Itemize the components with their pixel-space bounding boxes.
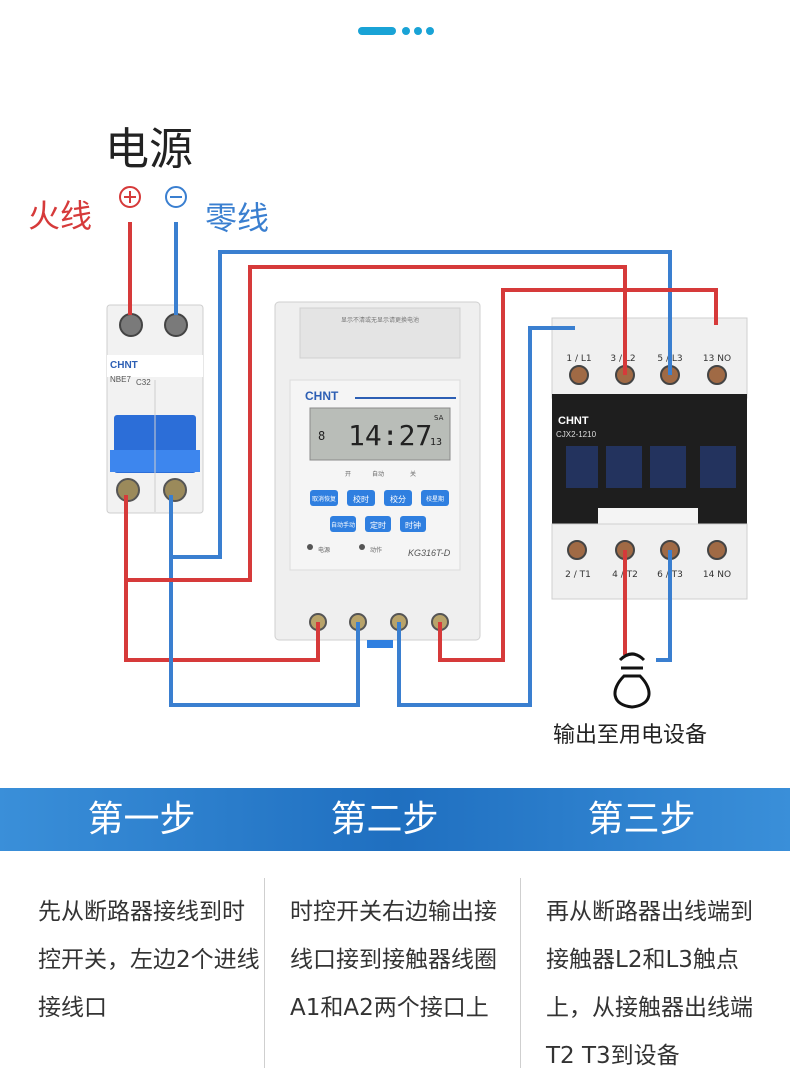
- timer-display-sec: 13: [430, 437, 442, 448]
- breaker-brand: CHNT: [110, 360, 138, 371]
- contactor-model: CJX2-1210: [556, 430, 597, 439]
- contactor-top-terminal: 13 NO: [703, 354, 731, 364]
- output-label: 输出至用电设备: [553, 723, 708, 748]
- timer-btn-set-hour: 校时: [353, 494, 369, 504]
- breaker-model: NBE7: [110, 375, 131, 384]
- step-3-text: 再从断路器出线端到接触器L2和L3触点上，从接触器出线端T2 T3到设备: [546, 899, 753, 1069]
- live-wire-timer-to-a1: [438, 288, 718, 662]
- timer-btn-auto-manual: 自动手动: [331, 521, 355, 529]
- indicator-dot: [402, 27, 410, 35]
- neutral-wire-to-device: [656, 550, 672, 662]
- timer-model: KG316T-D: [408, 548, 451, 558]
- contactor-bottom-terminal: 2 / T1: [565, 570, 591, 580]
- circuit-breaker: CHNT NBE7 C32: [106, 304, 204, 514]
- timer-top-note: 显示不清或无显示请更换电池: [341, 316, 419, 324]
- step-2-title: 第二步: [330, 799, 439, 840]
- neutral-wire-breaker-to-l3: [171, 250, 672, 559]
- contactor-bottom-terminal: 14 NO: [703, 570, 731, 580]
- indicator-dot: [414, 27, 422, 35]
- column-divider: [520, 878, 521, 1068]
- neutral-wire-label: 零线: [205, 199, 270, 237]
- contactor-brand: CHNT: [558, 415, 589, 427]
- live-wire-breaker-to-timer: [124, 495, 320, 662]
- steps-header-band: [0, 788, 790, 851]
- live-wire-breaker-to-l2: [126, 265, 627, 582]
- timer-display-day: 8: [318, 429, 325, 443]
- timer-led-power: 电源: [318, 546, 330, 554]
- minus-icon: [165, 186, 187, 208]
- step-1-text: 先从断路器接线到时控开关，左边2个进线接线口: [38, 899, 260, 1021]
- timer-btn-cancel: 取消恢复: [312, 495, 336, 503]
- timer-led-action: 动作: [370, 546, 382, 554]
- timer-row-label-auto: 自动: [372, 470, 384, 478]
- timer-btn-set-min: 校分: [390, 494, 406, 504]
- timer-btn-set-week: 校星期: [426, 495, 444, 503]
- plus-icon: [119, 186, 141, 208]
- neutral-wire-breaker-to-timer: [169, 495, 360, 707]
- live-wire-label: 火线: [28, 197, 93, 235]
- contactor-top-terminal: 1 / L1: [566, 354, 591, 364]
- timer-brand: CHNT: [305, 389, 339, 403]
- timer-row-label-off: 关: [410, 470, 416, 478]
- power-title: 电源: [105, 124, 193, 175]
- indicator-active: [358, 27, 396, 35]
- neutral-wire-timer-to-a2: [397, 326, 575, 707]
- timer-row-label-on: 开: [345, 471, 351, 478]
- step-3-title: 第三步: [587, 799, 696, 840]
- step-2-text: 时控开关右边输出接线口接到接触器线圈A1和A2两个接口上: [290, 899, 497, 1021]
- timer-display-sa: SA: [434, 414, 444, 422]
- light-bulb-icon: [613, 652, 651, 709]
- wiring-diagram: CHNT NBE7 C32 显示不清或无显示请更换电池 CHNT 8 14:27…: [106, 186, 748, 709]
- timer-display-main: 14:27: [348, 419, 432, 452]
- step-1-title: 第一步: [87, 799, 196, 840]
- breaker-rating: C32: [136, 378, 151, 387]
- column-divider: [264, 878, 265, 1068]
- contactor: CHNT CJX2-1210 1 / L1 3 / L2 5 / L3 13 N…: [551, 317, 748, 600]
- indicator-dot: [426, 27, 434, 35]
- timer-btn-clock: 时钟: [405, 520, 421, 530]
- timer-switch: 显示不清或无显示请更换电池 CHNT 8 14:27 13 SA 开 自动 关 …: [274, 301, 481, 648]
- timer-btn-schedule: 定时: [370, 520, 386, 530]
